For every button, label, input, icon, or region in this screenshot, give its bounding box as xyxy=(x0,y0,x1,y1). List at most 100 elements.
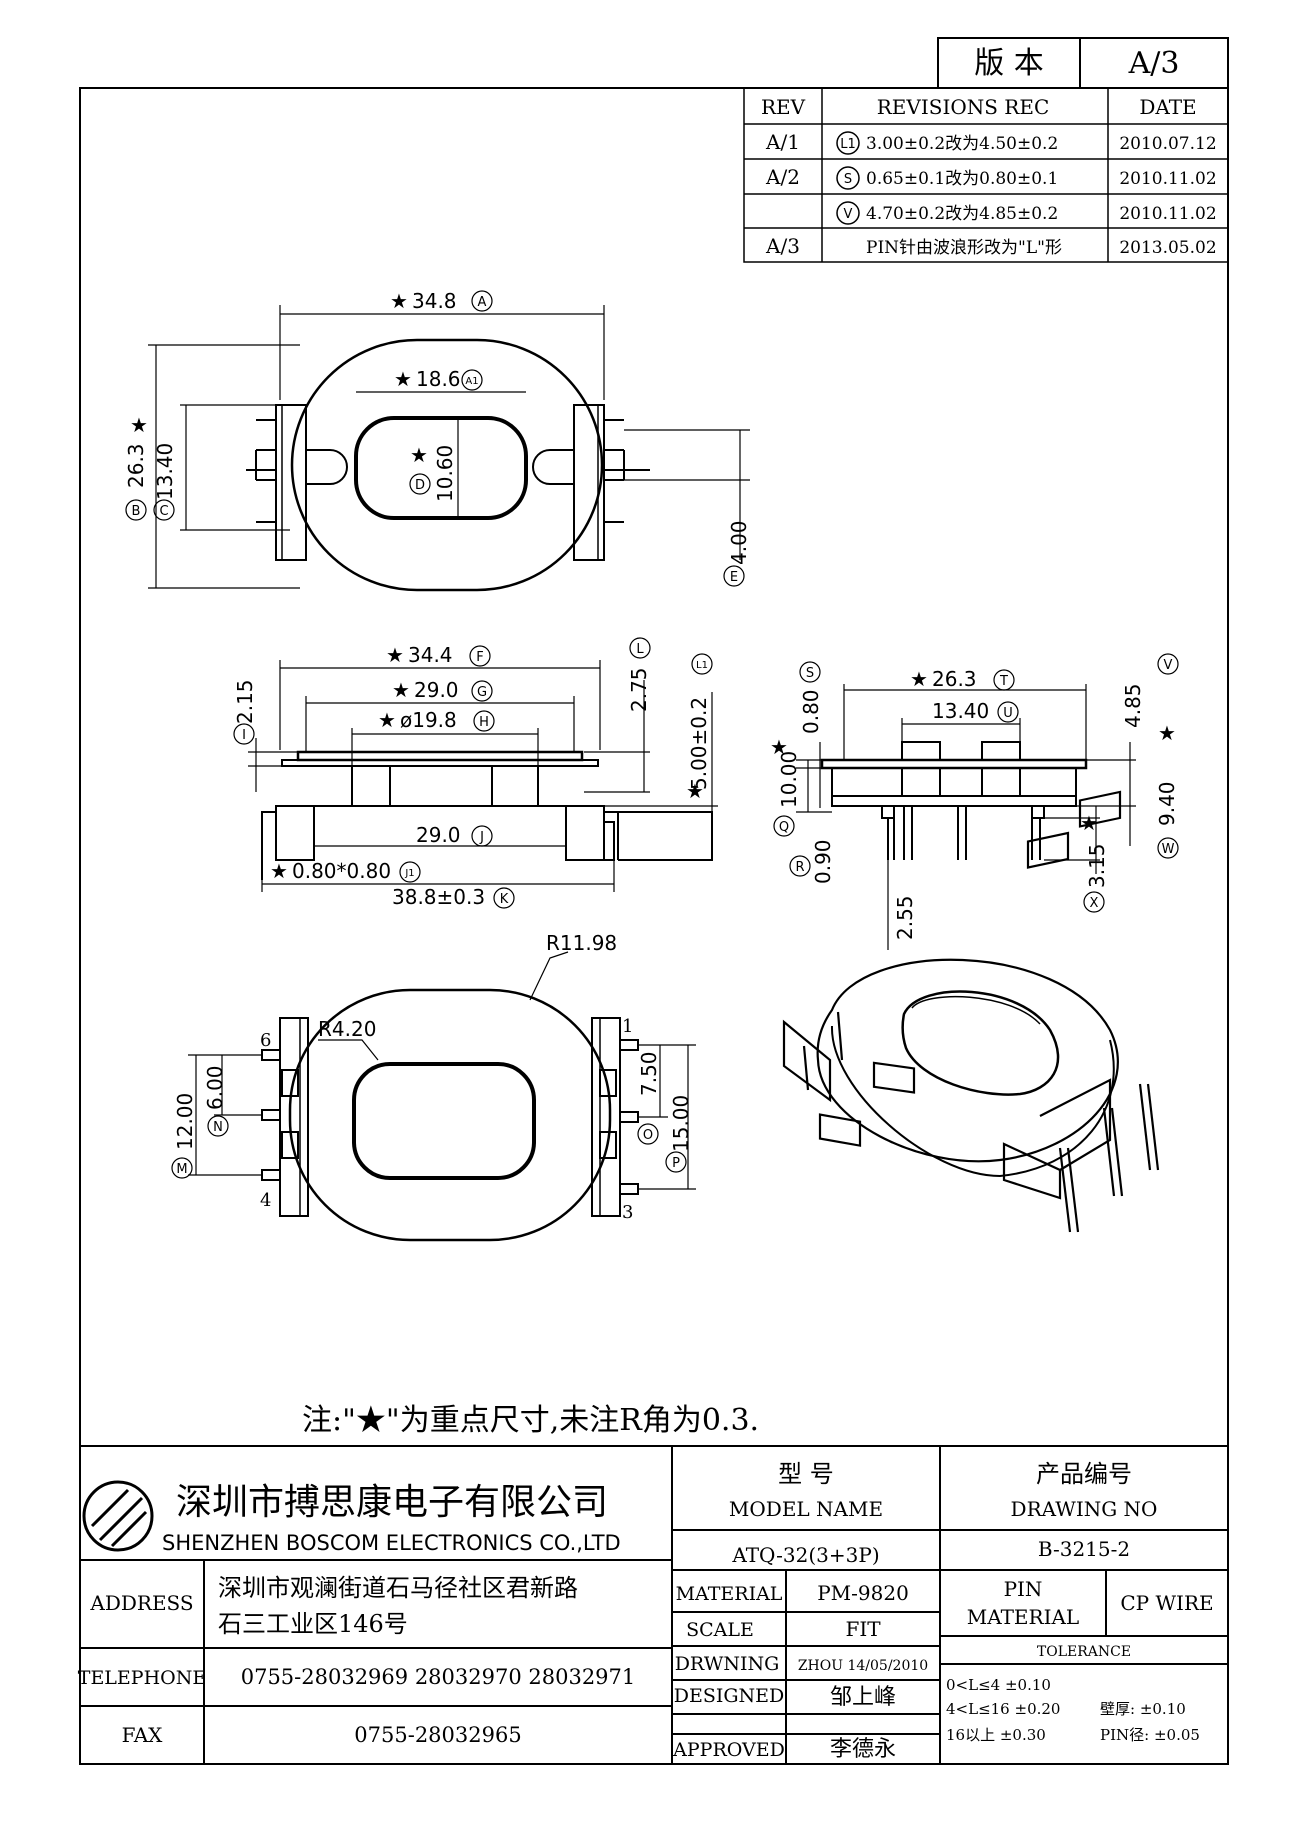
dim-top-height: 26.3 xyxy=(124,443,148,488)
address-line-1: 深圳市观澜街道石马径社区君新路 xyxy=(218,1574,578,1602)
dim-m: 12.00 xyxy=(173,1093,197,1150)
dim-k-tag: K xyxy=(500,892,509,907)
dim-q-tag: Q xyxy=(779,820,789,835)
dim-g: 29.0 xyxy=(414,678,459,702)
dim-t-tag: T xyxy=(999,674,1008,689)
dim-m-tag: M xyxy=(176,1162,187,1177)
revisions-table: REV REVISIONS REC DATE A/1 A/2 A/3 3.00±… xyxy=(743,87,1229,263)
rec-row-2: 0.65±0.1改为0.80±0.1 xyxy=(866,169,1058,189)
date-row-2: 2010.11.02 xyxy=(1119,169,1216,189)
note-text: 注:"★"为重点尺寸,未注R角为0.3. xyxy=(302,1403,759,1438)
dim-r420: R4.20 xyxy=(318,1017,376,1041)
approved-value: 李德永 xyxy=(830,1737,896,1762)
version-label: 版 本 xyxy=(974,46,1044,81)
dim-g-tag: G xyxy=(477,685,487,700)
dim-s-tag: S xyxy=(806,666,814,681)
dim-f-tag: F xyxy=(476,650,483,665)
svg-text:★: ★ xyxy=(1158,721,1176,745)
dim-l: 2.75 xyxy=(627,667,651,712)
approved-label: APPROVED xyxy=(672,1739,785,1761)
designed-value: 邹上峰 xyxy=(830,1685,896,1710)
dim-l1: 5.00±0.2 xyxy=(687,697,711,790)
telephone-value: 0755-28032969 28032970 28032971 xyxy=(241,1665,636,1689)
tolerance-line-2: 4<L≤16 ±0.20 xyxy=(946,1700,1060,1718)
dim-t: 26.3 xyxy=(932,667,977,691)
dim-o-tag: O xyxy=(643,1128,653,1143)
tolerance-line-3: 16以上 ±0.30 xyxy=(946,1726,1046,1744)
front-view: ★ 34.4 F ★ 29.0 G ★ ø19.8 H 2.15 I 2.75 … xyxy=(233,637,718,909)
pin-material-label-1: PIN xyxy=(1004,1577,1043,1601)
dim-r1198: R11.98 xyxy=(546,931,617,955)
rec-header: REVISIONS REC xyxy=(877,95,1050,119)
designed-label: DESIGNED xyxy=(674,1685,785,1707)
dim-p: 15.00 xyxy=(669,1095,693,1152)
drwning-label: DRWNING xyxy=(675,1653,780,1675)
dim-top-1060-tag: D xyxy=(415,478,425,493)
dim-p-tag: P xyxy=(672,1156,680,1171)
dim-n: 6.00 xyxy=(203,1065,227,1110)
rev-header: REV xyxy=(761,95,806,119)
tolerance-pin: PIN径: ±0.05 xyxy=(1100,1726,1200,1744)
dim-top-400: 4.00 xyxy=(727,520,751,565)
material-label: MATERIAL xyxy=(676,1583,783,1605)
svg-text:★: ★ xyxy=(770,735,788,759)
company-name-cn: 深圳市搏思康电子有限公司 xyxy=(176,1482,608,1523)
rec-row-4: PIN针由波浪形改为"L"形 xyxy=(866,238,1062,258)
pin-3-label: 3 xyxy=(622,1202,633,1223)
tolerance-label: TOLERANCE xyxy=(1037,1644,1131,1660)
svg-text:★: ★ xyxy=(686,779,704,803)
dim-w: 9.40 xyxy=(1155,781,1179,826)
dim-top-13: 13.40 xyxy=(153,443,177,500)
rev-circle-marks xyxy=(836,131,860,225)
dim-top-width-tag: A xyxy=(478,295,487,310)
scale-value: FIT xyxy=(845,1617,881,1641)
dim-x: 3.15 xyxy=(1085,843,1109,888)
company-logo xyxy=(82,1480,154,1552)
dim-k: 38.8±0.3 xyxy=(392,885,485,909)
dim-top-inner: 18.6 xyxy=(416,367,461,391)
rec-row-1: 3.00±0.2改为4.50±0.2 xyxy=(866,134,1058,154)
dim-top-height-tag: B xyxy=(132,504,141,519)
dim-j: 29.0 xyxy=(416,823,461,847)
pin-1-label: 1 xyxy=(622,1016,633,1037)
dim-top-1060: 10.60 xyxy=(433,445,457,502)
version-box: 版 本 A/3 xyxy=(937,37,1229,89)
svg-text:★: ★ xyxy=(910,667,928,691)
svg-text:★: ★ xyxy=(390,289,408,313)
dim-i: 2.15 xyxy=(233,679,257,724)
dim-i-tag: I xyxy=(242,728,246,743)
svg-text:★: ★ xyxy=(378,708,396,732)
pin-material-label-2: MATERIAL xyxy=(967,1605,1079,1629)
model-label-cn: 型 号 xyxy=(778,1460,834,1488)
company-name-en: SHENZHEN BOSCOM ELECTRONICS CO.,LTD xyxy=(162,1531,621,1555)
date-header: DATE xyxy=(1139,95,1196,119)
svg-text:★: ★ xyxy=(270,859,288,883)
drwning-value: ZHOU 14/05/2010 xyxy=(798,1658,928,1674)
dim-q: 10.00 xyxy=(777,751,801,808)
scale-label: SCALE xyxy=(686,1619,754,1641)
tolerance-line-1: 0<L≤4 ±0.10 xyxy=(946,1676,1051,1694)
svg-text:★: ★ xyxy=(130,413,148,437)
dim-u-tag: U xyxy=(1003,706,1013,721)
isometric-view xyxy=(782,790,1160,1233)
dim-h-tag: H xyxy=(479,715,489,730)
title-block: 深圳市搏思康电子有限公司 SHENZHEN BOSCOM ELECTRONICS… xyxy=(78,1445,1228,1764)
dim-v-tag: V xyxy=(1164,658,1173,673)
rev-mark-1: L1 xyxy=(840,137,856,152)
dim-x-tag: X xyxy=(1090,896,1099,911)
telephone-label: TELEPHONE xyxy=(78,1667,206,1689)
rev-row-2: A/2 xyxy=(765,165,800,189)
rev-mark-2: S xyxy=(844,172,852,187)
bottom-view: R11.98 R4.20 12.00 M 6.00 N 7.50 O 15.00… xyxy=(171,931,696,1242)
dim-f: 34.4 xyxy=(408,643,453,667)
dim-w-tag: W xyxy=(1162,842,1175,857)
fax-label: FAX xyxy=(122,1723,164,1747)
svg-text:★: ★ xyxy=(392,678,410,702)
dim-v: 4.85 xyxy=(1121,683,1145,728)
pin-6-label: 6 xyxy=(260,1030,271,1051)
pin-material-value: CP WIRE xyxy=(1120,1591,1213,1615)
dim-j-tag: J xyxy=(479,830,484,845)
tolerance-wall: 壁厚: ±0.10 xyxy=(1100,1700,1186,1718)
rev-row-4: A/3 xyxy=(765,234,800,258)
